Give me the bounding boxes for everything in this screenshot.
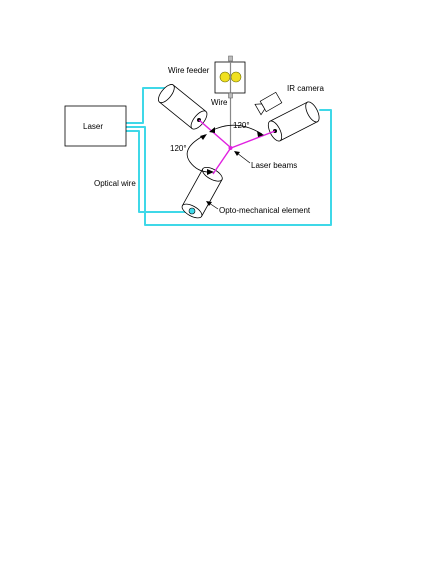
opto-mechanical-element-right	[267, 101, 320, 142]
wire-label: Wire	[211, 98, 228, 107]
fiber-to-top-element	[125, 87, 171, 124]
ir-camera-label: IR camera	[287, 84, 324, 93]
fiber-port-bottom	[188, 207, 196, 215]
opto-mechanical-element-label: Opto-mechanical element	[219, 206, 311, 215]
laser-label: Laser	[83, 122, 103, 131]
focal-point	[228, 146, 233, 150]
fiber-to-right-element	[125, 109, 332, 226]
laser-beams-label: Laser beams	[251, 161, 297, 170]
laser-beam-right	[230, 130, 276, 149]
angle-arrow-left-top	[200, 134, 207, 140]
laser-beams-callout-arrow	[234, 151, 240, 156]
angle-label-top: 120°	[233, 121, 250, 130]
angle-arrow-left-bottom	[207, 169, 214, 175]
laser-beam-bottom	[212, 148, 231, 175]
wire-guide-top	[228, 55, 233, 62]
angle-arrow-top-right	[257, 131, 264, 137]
angle-label-left: 120°	[170, 144, 187, 153]
laser-beams	[198, 119, 276, 175]
optical-wire-label: Optical wire	[94, 179, 136, 188]
angle-arrow-top-left	[209, 127, 215, 133]
fiber-to-bottom-element	[125, 130, 192, 213]
opto-mechanical-element-bottom	[181, 166, 223, 219]
opto-element-callout-arrow	[206, 201, 212, 206]
feeder-roller-right	[230, 71, 242, 83]
opto-mechanical-element-top	[158, 84, 208, 130]
optical-fibers	[125, 87, 332, 226]
ir-camera-icon	[254, 91, 283, 116]
laser-box	[64, 105, 127, 147]
laser-beam-top	[198, 119, 231, 148]
angle-arc-left	[186, 134, 213, 173]
laser-beams-callout-line	[236, 152, 251, 164]
wire-feeder-label: Wire feeder	[168, 66, 210, 75]
feeder-roller-left	[219, 71, 231, 83]
wire-guide-bottom	[228, 92, 233, 99]
